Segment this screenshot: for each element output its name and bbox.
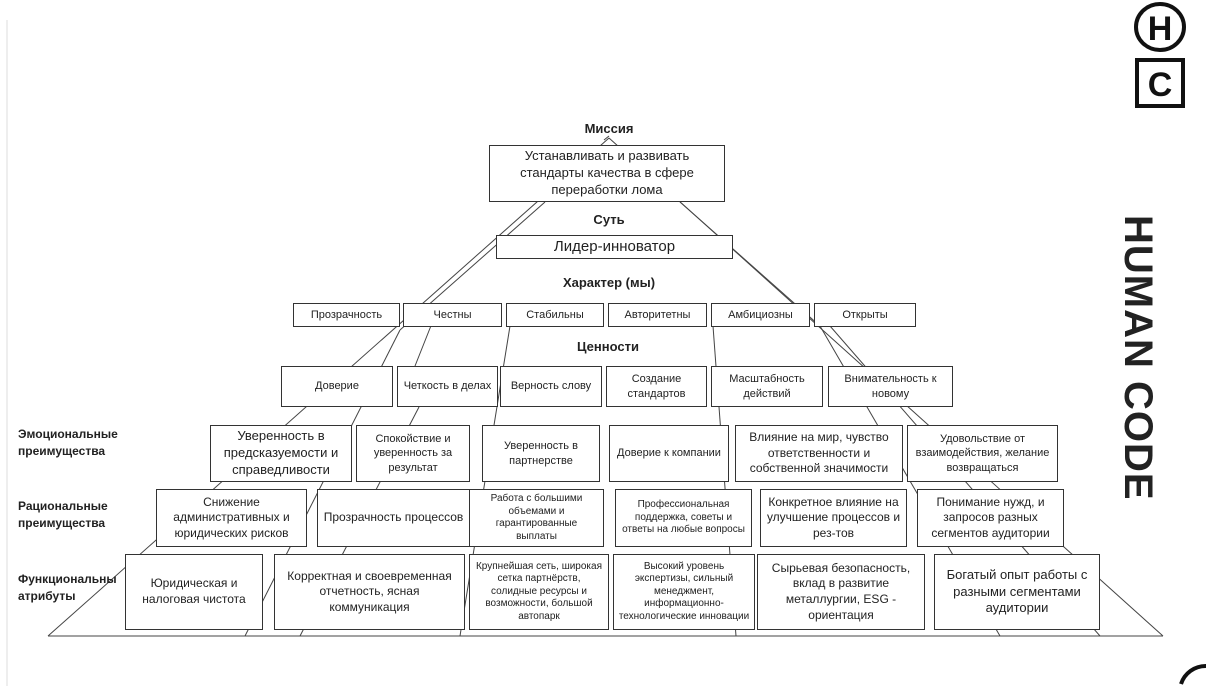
human-code-logo-icon: H C [1134, 2, 1207, 685]
character-item: Честны [403, 303, 502, 327]
functional-item: Юридическая и налоговая чистота [125, 554, 263, 630]
functional-item: Сырьевая безопасность, вклад в развитие … [757, 554, 925, 630]
value-item: Доверие [281, 366, 393, 407]
brand-name: HUMAN CODE [1116, 215, 1160, 501]
emotional-item: Влияние на мир, чувство ответственности … [735, 425, 903, 482]
functional-item: Крупнейшая сеть, широкая сетка партнёрст… [469, 554, 609, 630]
character-label: Характер (мы) [562, 275, 656, 290]
value-item: Внимательность к новому [828, 366, 953, 407]
rational-item: Понимание нужд, и запросов разных сегмен… [917, 489, 1064, 547]
mission-label: Миссия [584, 121, 634, 136]
svg-text:H: H [1148, 10, 1173, 48]
mission-box: Устанавливать и развивать стандарты каче… [489, 145, 725, 202]
rational-item: Снижение административных и юридических … [156, 489, 307, 547]
character-item: Прозрачность [293, 303, 400, 327]
character-item: Амбициозны [711, 303, 810, 327]
svg-text:C: C [1148, 66, 1173, 104]
emotional-item: Уверенность в предсказуемости и справедл… [210, 425, 352, 482]
value-item: Создание стандартов [606, 366, 707, 407]
emotional-item: Спокойствие и уверенность за результат [356, 425, 470, 482]
emotional-item: Уверенность в партнерстве [482, 425, 600, 482]
values-label: Ценности [577, 339, 639, 354]
emotional-label: Эмоциональные преимущества [18, 427, 118, 459]
essence-box: Лидер-инноватор [496, 235, 733, 259]
character-item: Стабильны [506, 303, 604, 327]
functional-item: Высокий уровень экспертизы, сильный мене… [613, 554, 755, 630]
functional-item: Богатый опыт работы с разными сегментами… [934, 554, 1100, 630]
value-item: Масштабность действий [711, 366, 823, 407]
brand-logo: H C [1125, 0, 1208, 686]
character-item: Авторитетны [608, 303, 707, 327]
rational-label: Рациональные преимущества [18, 499, 108, 531]
rational-item: Работа с большими объемами и гарантирова… [469, 489, 604, 547]
emotional-item: Доверие к компании [609, 425, 729, 482]
functional-item: Корректная и своевременная отчетность, я… [274, 554, 465, 630]
value-item: Четкость в делах [397, 366, 498, 407]
emotional-item: Удовольствие от взаимодействия, желание … [907, 425, 1058, 482]
value-item: Верность слову [500, 366, 602, 407]
character-item: Открыты [814, 303, 916, 327]
essence-label: Суть [593, 212, 625, 227]
rational-item: Прозрачность процессов [317, 489, 470, 547]
functional-label: Функциональны атрибуты [18, 572, 117, 604]
rational-item: Профессиональная поддержка, советы и отв… [615, 489, 752, 547]
rational-item: Конкретное влияние на улучшение процессо… [760, 489, 907, 547]
